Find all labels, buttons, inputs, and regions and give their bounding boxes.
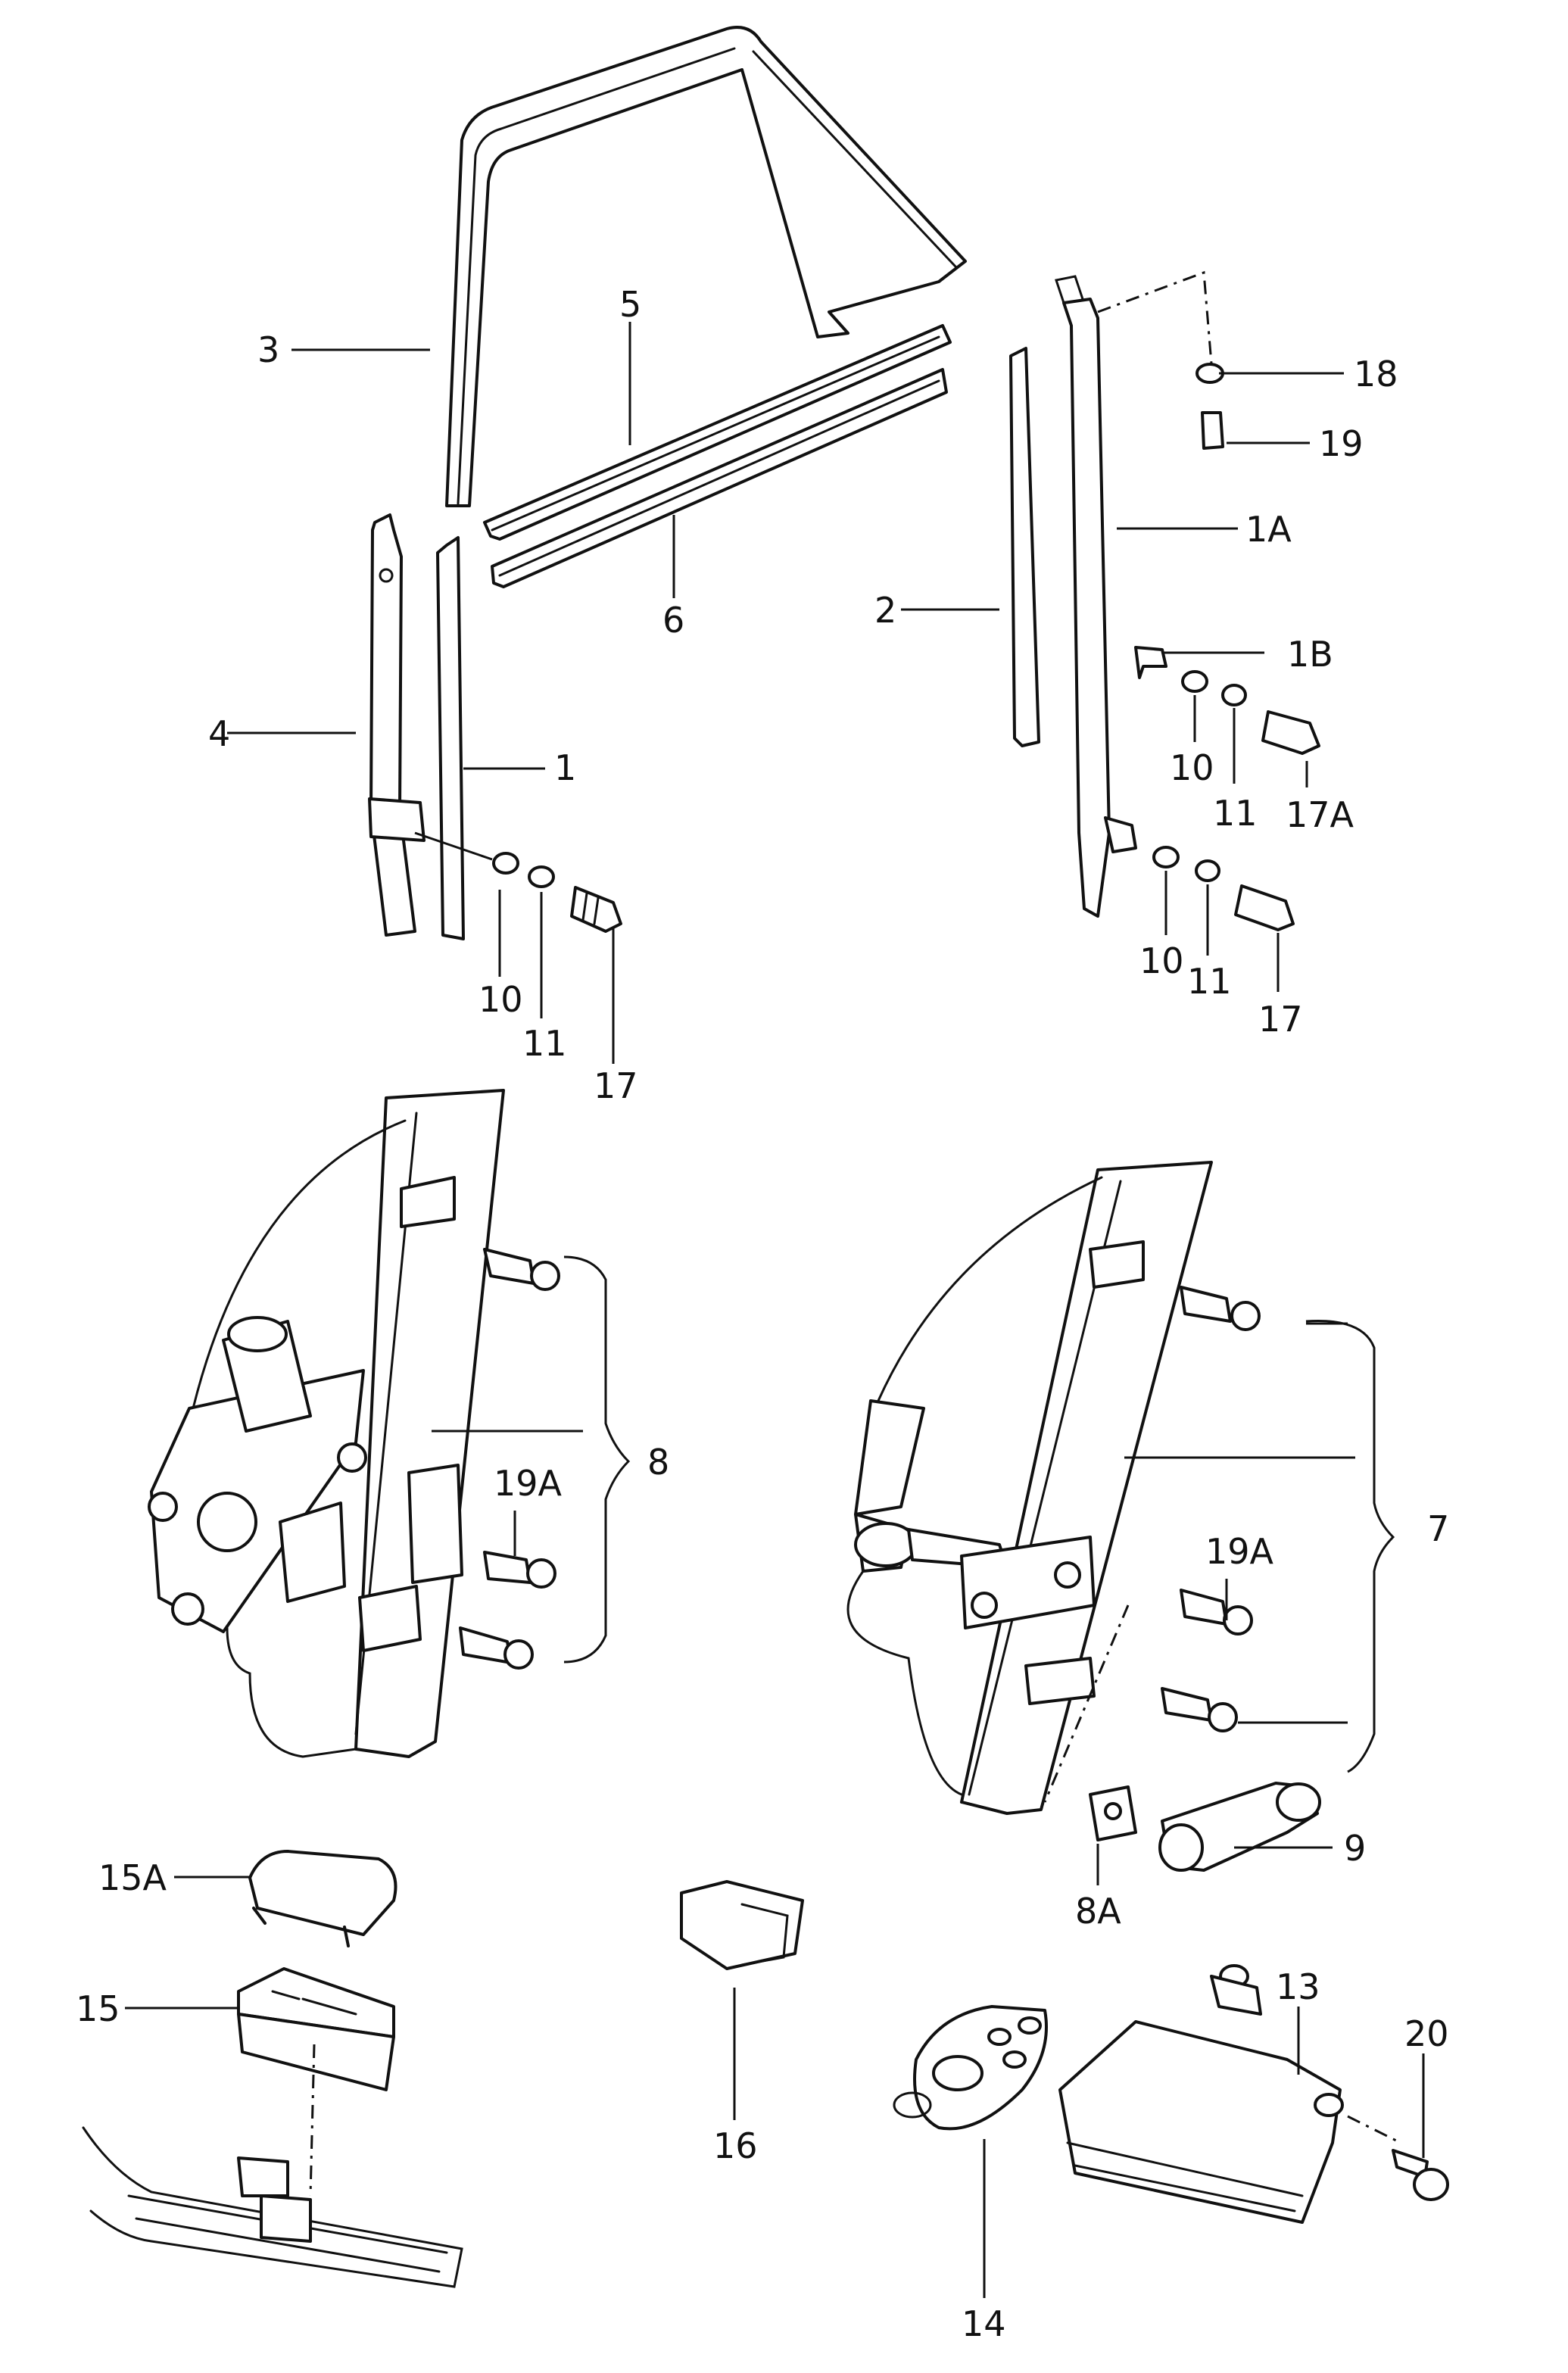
part-13-control-module: [1058, 1964, 1401, 2224]
callout-15: 15: [76, 1988, 120, 2029]
part-1A-guide-channel: [1055, 275, 1137, 918]
part-4-rear-channel: [368, 513, 426, 937]
callout-20: 20: [1404, 2013, 1449, 2054]
callout-11-upper: 11: [1213, 793, 1258, 834]
part-9-window-crank: [1158, 1782, 1321, 1872]
callout-9: 9: [1344, 1828, 1366, 1869]
callout-19A-left: 19A: [494, 1463, 563, 1504]
part-15A-cover: [248, 1850, 397, 1947]
console-outline: [82, 2126, 463, 2288]
callout-17-left: 17: [594, 1065, 638, 1106]
callout-19: 19: [1319, 423, 1364, 464]
part-2-guide-rail: [1009, 347, 1040, 747]
callout-10-left: 10: [479, 979, 523, 1020]
part-16-rear-switch: [680, 1880, 804, 1970]
callout-16: 16: [713, 2125, 758, 2166]
part-8A-bezel: [1089, 1785, 1137, 1841]
callout-10-lower: 10: [1139, 940, 1184, 981]
callout-15A: 15A: [98, 1857, 167, 1898]
leader-lines: [125, 322, 1425, 2298]
callout-19A-right: 19A: [1205, 1531, 1274, 1572]
part-7-manual-regulator: [846, 1161, 1261, 1815]
callout-18: 18: [1354, 354, 1398, 394]
callout-2: 2: [874, 590, 896, 631]
callout-17-right: 17: [1258, 999, 1303, 1040]
callout-5: 5: [619, 284, 641, 325]
callout-3: 3: [257, 329, 279, 370]
part-5-outer-window-strip: [483, 324, 952, 541]
callout-1: 1: [554, 747, 576, 788]
part-1B-clip: [1134, 646, 1167, 679]
part-15-switch-unit: [237, 1967, 395, 2197]
callout-7: 7: [1427, 1508, 1449, 1549]
hardware-right-top: [1097, 270, 1320, 931]
callout-6: 6: [662, 600, 684, 641]
callout-14: 14: [962, 2303, 1006, 2344]
part-3-door-frame-seal: [445, 26, 967, 507]
part-1-front-channel: [436, 536, 465, 940]
callout-13: 13: [1276, 1966, 1320, 2007]
callout-17A: 17A: [1286, 794, 1354, 835]
callout-11-left: 11: [522, 1023, 567, 1064]
callout-10-upper: 10: [1170, 747, 1214, 788]
callout-8: 8: [647, 1442, 669, 1483]
callout-8A: 8A: [1075, 1891, 1121, 1932]
callout-11-lower: 11: [1187, 961, 1232, 1002]
part-20-screw: [1392, 2149, 1449, 2201]
callout-1B: 1B: [1287, 634, 1333, 675]
part-8-electric-regulator: [148, 1089, 560, 1758]
callout-labels: 3 5 6 2 1A 1B 18 19 4 1 10 11 17 10 11 1…: [76, 284, 1449, 2344]
part-14-key-fob: [893, 2005, 1048, 2131]
callout-4: 4: [208, 713, 230, 754]
part-6-inner-window-strip: [491, 368, 948, 588]
callout-1A: 1A: [1245, 509, 1292, 550]
